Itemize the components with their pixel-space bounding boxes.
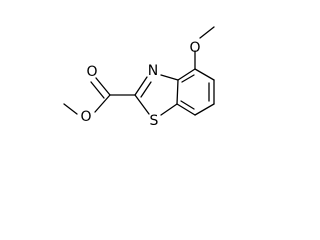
atom-labels: O O O N S [80, 40, 200, 129]
bond-carbonyl-o-double-b [90, 81, 105, 99]
bond-carbonyl-o-double-a [95, 77, 111, 96]
atom-label-sulfur: S [150, 113, 159, 129]
bond-c6-c7 [194, 103, 215, 116]
atom-label-carbonyl-oxygen: O [86, 64, 97, 80]
bond-c7a-c3a [176, 79, 179, 105]
thiazole-ring [134, 74, 179, 116]
bond-c3a-c4 [177, 68, 196, 81]
bond-c2-s [134, 94, 150, 115]
bond-carbonyl-o-ether [94, 94, 111, 113]
bond-s-c7a [160, 103, 178, 116]
bond-c4-c5 [194, 68, 215, 81]
bond-o-methyl [199, 26, 215, 39]
atom-label-nitrogen: N [148, 63, 158, 79]
bond-n-c2-inner [140, 81, 152, 98]
benzene-ring [176, 68, 215, 116]
structure-diagram: O O O N S [63, 26, 215, 129]
bond-c3a-c4-inner [181, 74, 195, 83]
bond-n-c2 [134, 76, 148, 96]
atom-label-ether-oxygen: O [80, 109, 91, 125]
bond-c3a-n [160, 74, 179, 81]
bond-o-methyl-ester [63, 103, 78, 115]
methoxy-group [194, 26, 215, 70]
bond-c7-c7a [176, 103, 196, 116]
ester-group [63, 77, 136, 115]
atom-label-methoxy-oxygen: O [189, 40, 200, 56]
bond-c7-c7a-inner [180, 100, 195, 110]
